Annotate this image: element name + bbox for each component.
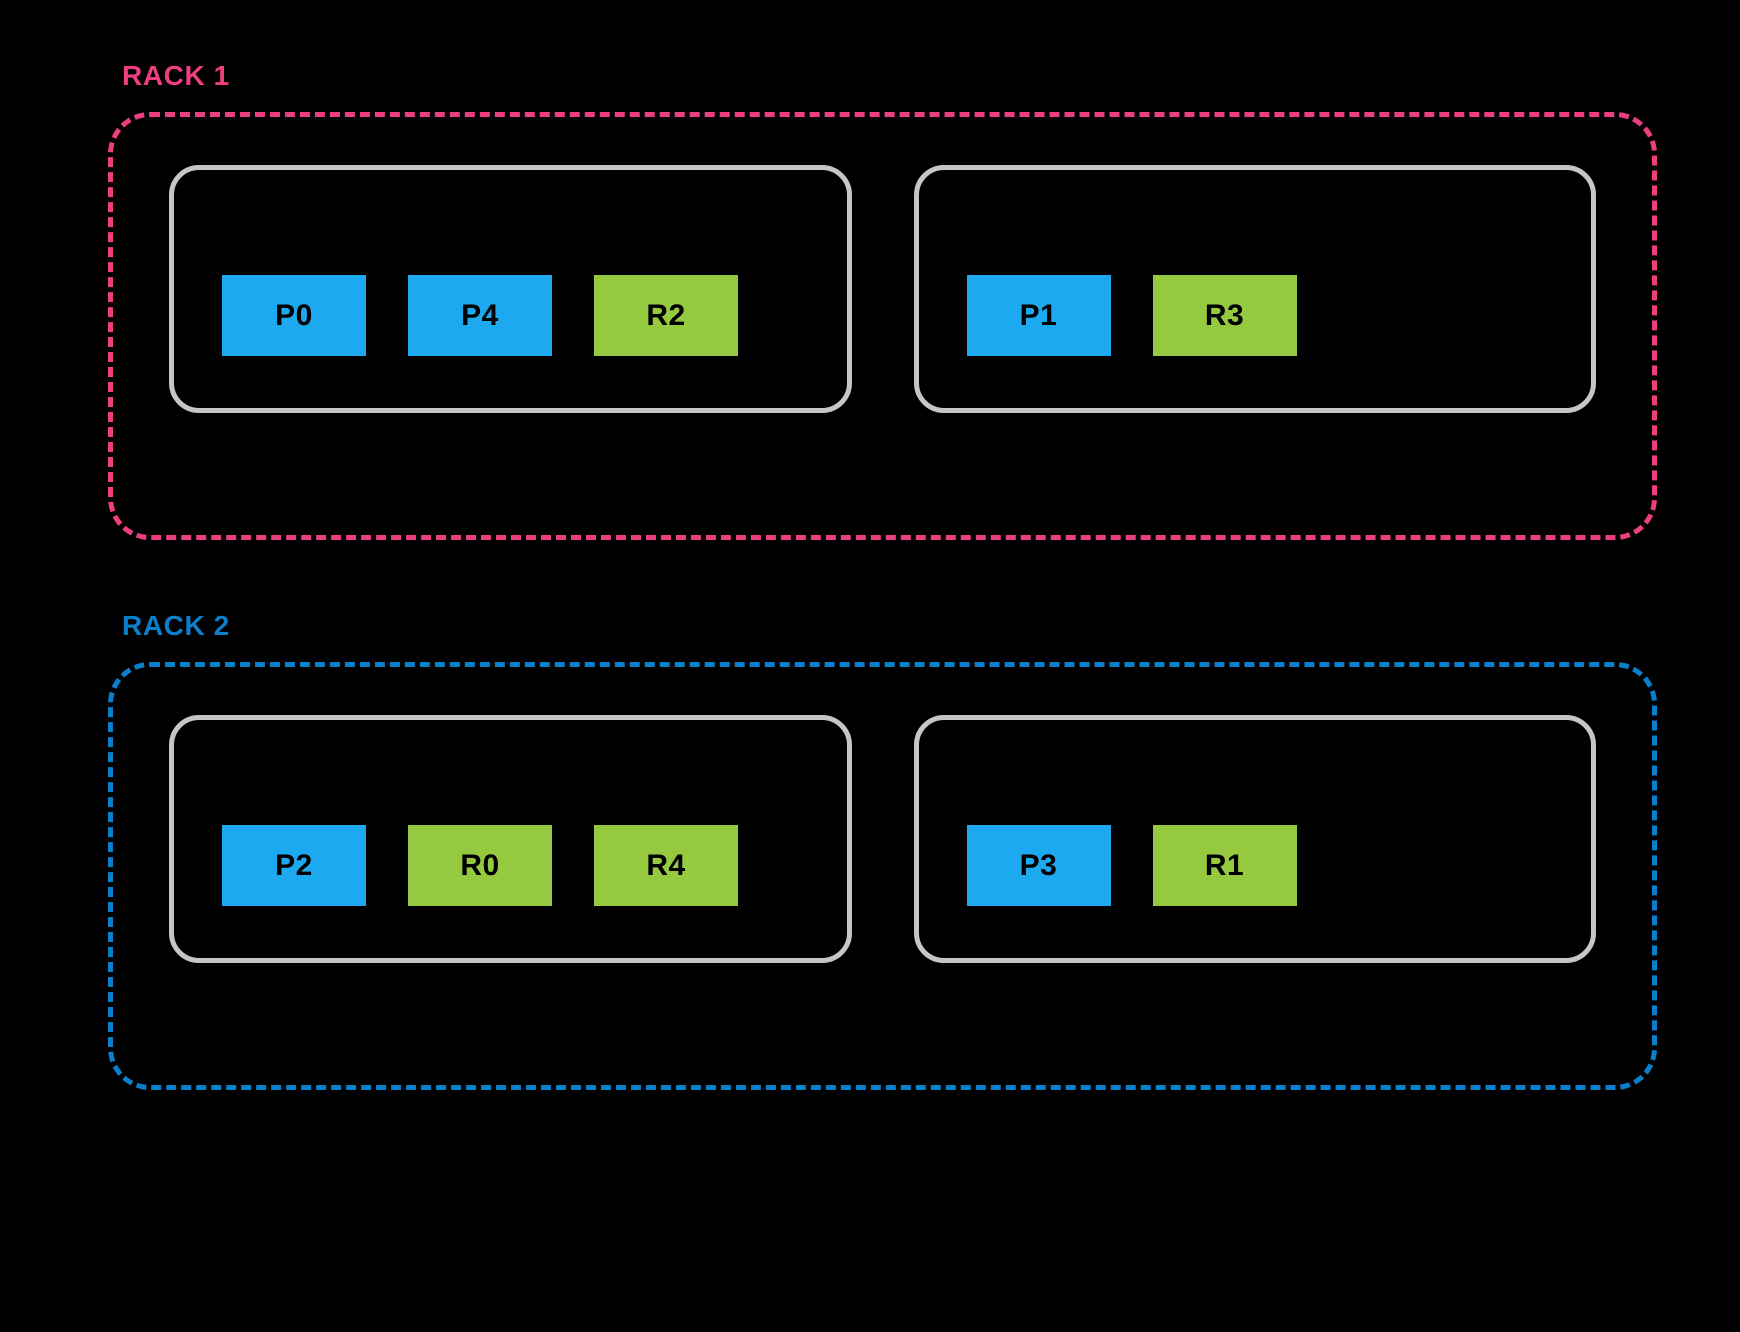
rack-group-2: RACK 2 P2 R0 R4 P3 R1	[108, 612, 1657, 1090]
partition-p0[interactable]: P0	[222, 275, 366, 356]
partition-p3[interactable]: P3	[966, 825, 1111, 906]
partition-r1[interactable]: R1	[1152, 825, 1297, 906]
rack-2-nodes-row: P2 R0 R4 P3 R1	[169, 715, 1596, 963]
rack-label-2: RACK 2	[122, 610, 230, 641]
partition-r0[interactable]: R0	[408, 825, 552, 906]
node-box-1[interactable]: P0 P4 R2	[169, 165, 852, 413]
partition-r3[interactable]: R3	[1152, 275, 1297, 356]
partition-r2[interactable]: R2	[594, 275, 738, 356]
partition-p4[interactable]: P4	[408, 275, 552, 356]
node-2-partitions: P1 R3	[966, 275, 1297, 356]
rack-1-nodes-row: P0 P4 R2 P1 R3	[169, 165, 1596, 413]
rack-boundary-2: P2 R0 R4 P3 R1	[108, 662, 1657, 1090]
node-box-3[interactable]: P2 R0 R4	[169, 715, 852, 963]
node-box-2[interactable]: P1 R3	[913, 165, 1596, 413]
node-box-4[interactable]: P3 R1	[913, 715, 1596, 963]
partition-p2[interactable]: P2	[222, 825, 366, 906]
partition-r4[interactable]: R4	[594, 825, 738, 906]
rack-label-1: RACK 1	[122, 60, 230, 91]
partition-p1[interactable]: P1	[966, 275, 1111, 356]
node-3-partitions: P2 R0 R4	[222, 825, 738, 906]
rack-boundary-1: P0 P4 R2 P1 R3	[108, 112, 1657, 540]
node-4-partitions: P3 R1	[966, 825, 1297, 906]
node-1-partitions: P0 P4 R2	[222, 275, 738, 356]
rack-group-1: RACK 1 P0 P4 R2 P1 R3	[108, 62, 1657, 540]
